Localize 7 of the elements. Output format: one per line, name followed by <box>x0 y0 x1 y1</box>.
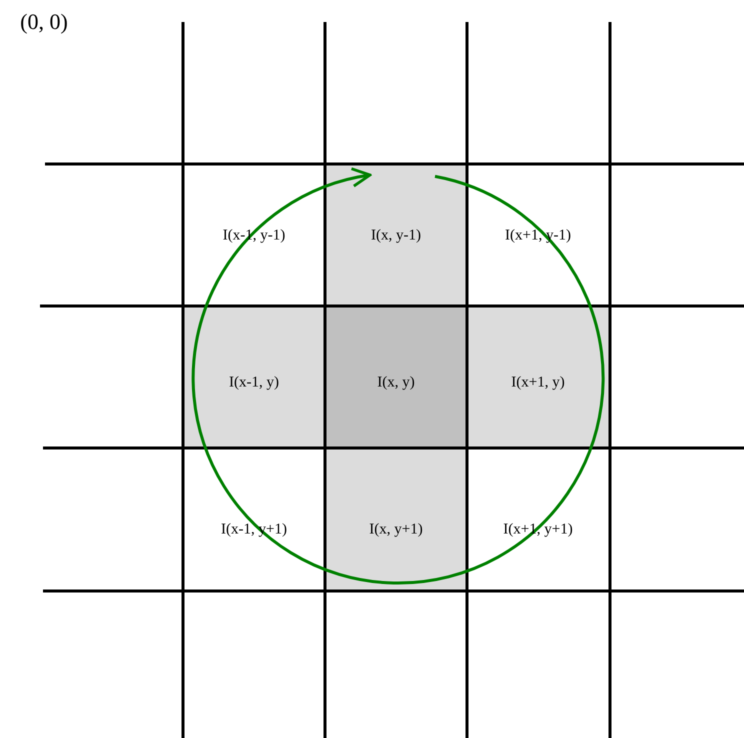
pixel-label: I(x, y+1) <box>369 522 423 538</box>
pixel-label: I(x+1, y) <box>511 374 565 392</box>
origin-label: (0, 0) <box>20 9 68 35</box>
pixel-label: I(x-1, y) <box>229 374 279 392</box>
pixel-label: I(x, y) <box>377 374 415 392</box>
pixel-label: I(x+1, y-1) <box>505 228 571 244</box>
pixel-label: I(x, y-1) <box>371 228 421 244</box>
